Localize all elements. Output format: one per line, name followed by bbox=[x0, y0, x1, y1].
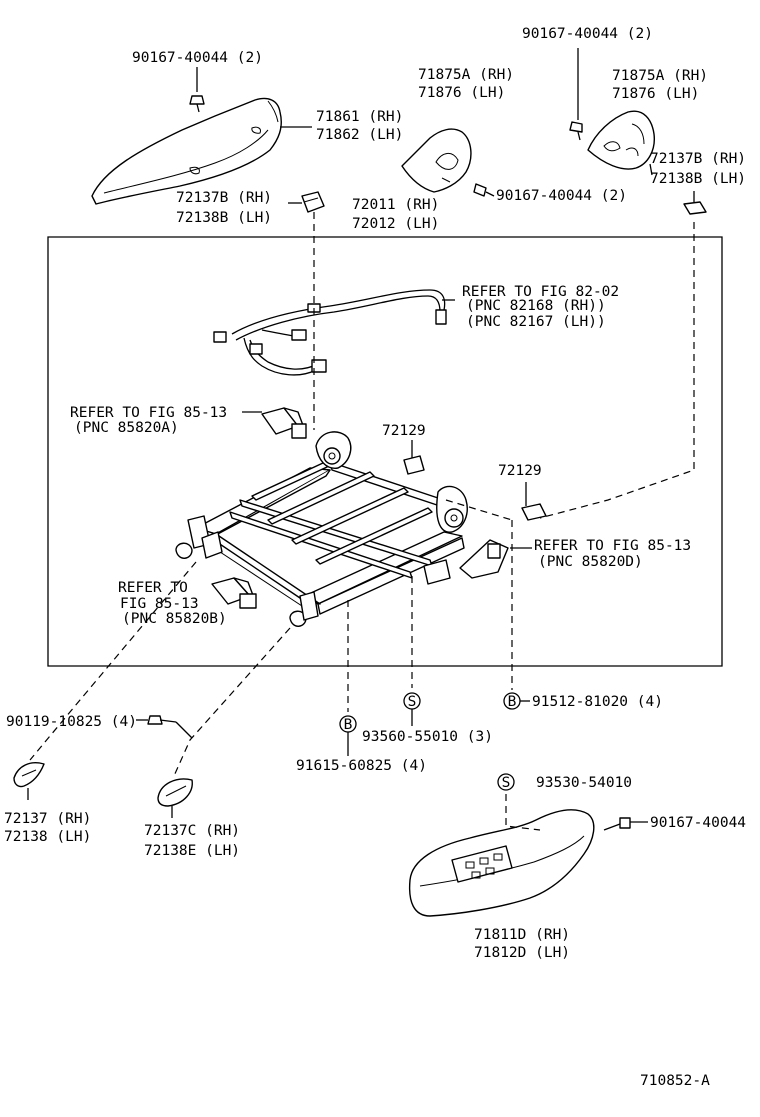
recliner-bracket-left bbox=[315, 431, 352, 469]
s-badge-93530: S bbox=[497, 773, 515, 791]
label-ref-to: REFER TO bbox=[118, 580, 188, 596]
clip-72137b-right bbox=[683, 201, 707, 215]
label-91615: 91615-60825 (4) bbox=[296, 758, 427, 774]
recliner-bracket-right bbox=[436, 485, 468, 533]
label-72138b-left: 72138B (LH) bbox=[176, 210, 272, 226]
clip-72129-a bbox=[403, 455, 425, 475]
label-71812d: 71812D (LH) bbox=[474, 945, 570, 961]
label-72137b-left: 72137B (RH) bbox=[176, 190, 272, 206]
screw-icon bbox=[473, 183, 495, 197]
label-ref-85-13-a: REFER TO FIG 85-13 bbox=[70, 405, 227, 421]
cover-72137 bbox=[13, 762, 45, 788]
label-71876-right: 71876 (LH) bbox=[612, 86, 699, 102]
label-pnc-82168: (PNC 82168 (RH)) bbox=[466, 298, 606, 314]
hinge-cover-71875a-right bbox=[587, 110, 655, 170]
label-90167-top-left: 90167-40044 (2) bbox=[132, 50, 263, 66]
b-badge-91512: B bbox=[503, 692, 521, 710]
label-72129-b: 72129 bbox=[498, 463, 542, 479]
label-71875a-right: 71875A (RH) bbox=[612, 68, 708, 84]
svg-text:B: B bbox=[344, 717, 353, 733]
label-ref-82-02: REFER TO FIG 82-02 bbox=[462, 284, 619, 300]
label-72138: 72138 (LH) bbox=[4, 829, 91, 845]
cover-72137c bbox=[157, 778, 193, 807]
label-72137b-right: 72137B (RH) bbox=[650, 151, 746, 167]
clip-72129-b bbox=[521, 503, 547, 521]
label-72138b-right: 72138B (LH) bbox=[650, 171, 746, 187]
clip-72137b-left bbox=[301, 191, 325, 213]
assembly-box bbox=[47, 236, 723, 667]
s-badge-93560: S bbox=[403, 692, 421, 710]
switch-85820b bbox=[211, 577, 257, 609]
label-93530: 93530-54010 bbox=[536, 775, 632, 791]
motor-85820d bbox=[423, 539, 509, 585]
switch-85820a bbox=[261, 407, 307, 439]
label-72138e: 72138E (LH) bbox=[144, 843, 240, 859]
label-71811d: 71811D (RH) bbox=[474, 927, 570, 943]
screw-icon bbox=[189, 95, 205, 113]
hinge-cover-71875a-left bbox=[401, 128, 472, 193]
screw-icon bbox=[147, 715, 177, 725]
label-pnc-85820d: (PNC 85820D) bbox=[538, 554, 643, 570]
label-pnc-82167: (PNC 82167 (LH)) bbox=[466, 314, 606, 330]
seat-track-frame bbox=[175, 455, 465, 627]
label-90119: 90119-10825 (4) bbox=[6, 714, 137, 730]
label-90167-bottom-right: 90167-40044 bbox=[650, 815, 746, 831]
svg-text:S: S bbox=[408, 694, 417, 710]
svg-text:B: B bbox=[508, 694, 517, 710]
b-badge-91615: B bbox=[339, 715, 357, 733]
label-fig-85-13-b: FIG 85-13 bbox=[120, 596, 199, 612]
label-71876-left: 71876 (LH) bbox=[418, 85, 505, 101]
label-72011: 72011 (RH) bbox=[352, 197, 439, 213]
screw-icon bbox=[569, 121, 583, 141]
label-71862: 71862 (LH) bbox=[316, 127, 403, 143]
label-72129-a: 72129 bbox=[382, 423, 426, 439]
label-72137c: 72137C (RH) bbox=[144, 823, 240, 839]
label-71861: 71861 (RH) bbox=[316, 109, 403, 125]
figure-id: 710852-A bbox=[640, 1073, 710, 1089]
label-71875a-left: 71875A (RH) bbox=[418, 67, 514, 83]
label-72012: 72012 (LH) bbox=[352, 216, 439, 232]
label-90167-top-right: 90167-40044 (2) bbox=[522, 26, 653, 42]
label-ref-85-13-d: REFER TO FIG 85-13 bbox=[534, 538, 691, 554]
wire-harness bbox=[213, 289, 447, 376]
label-90167-middle: 90167-40044 (2) bbox=[496, 188, 627, 204]
screw-icon bbox=[603, 817, 631, 831]
label-91512: 91512-81020 (4) bbox=[532, 694, 663, 710]
side-cover-71811d bbox=[408, 809, 595, 917]
label-pnc-85820a: (PNC 85820A) bbox=[74, 420, 179, 436]
svg-text:S: S bbox=[502, 775, 511, 791]
side-cover-71861 bbox=[91, 97, 282, 205]
label-pnc-85820b: (PNC 85820B) bbox=[122, 611, 227, 627]
label-93560: 93560-55010 (3) bbox=[362, 729, 493, 745]
label-72137: 72137 (RH) bbox=[4, 811, 91, 827]
